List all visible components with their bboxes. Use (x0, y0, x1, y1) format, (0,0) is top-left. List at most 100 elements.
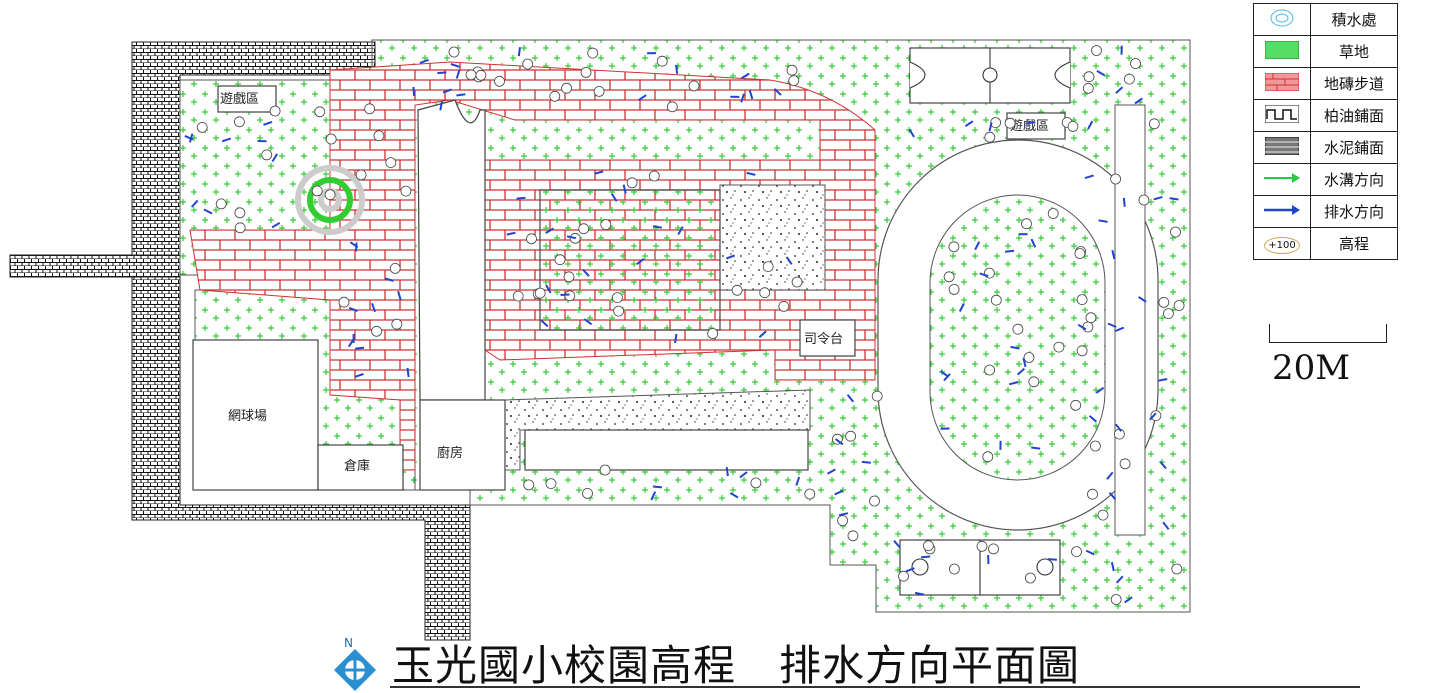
drain-arrow (827, 468, 836, 475)
drain-arrow (1098, 219, 1108, 223)
elevation-marker-icon: +100 (1253, 227, 1311, 260)
drain-arrow (979, 272, 989, 278)
drain-arrow (1107, 322, 1117, 328)
elevation-marker (269, 105, 281, 117)
drain-arrow (834, 489, 844, 496)
drain-arrow (1025, 120, 1035, 125)
drain-arrow (1115, 326, 1125, 332)
elevation-marker (563, 271, 575, 283)
drain-arrow (1095, 386, 1105, 394)
elevation-marker (1047, 208, 1059, 219)
drain-arrow (456, 93, 466, 97)
elevation-marker (988, 543, 999, 555)
grass-icon (1253, 35, 1311, 68)
elevation-marker (311, 185, 323, 197)
drain-arrow (442, 88, 452, 94)
drain-arrow (638, 94, 647, 101)
elevation-marker (385, 157, 397, 169)
drain-arrow (439, 101, 443, 111)
elevation-marker (943, 271, 955, 283)
drain-arrow (560, 293, 570, 296)
elevation-marker (391, 318, 403, 330)
place-labels: 遊戲區 遊戲區 網球場 倉庫 廚房 司令台 (220, 92, 1049, 474)
elevation-marker (949, 563, 960, 575)
drain-arrow (1134, 97, 1143, 105)
elevation-marker (1173, 300, 1185, 311)
drain-arrow (190, 199, 199, 208)
playground-west-label: 遊戲區 (220, 92, 259, 107)
legend-label: 積水處 (1310, 3, 1398, 36)
elevation-marker (656, 55, 668, 67)
elevation-marker (707, 328, 719, 339)
brick-icon (1253, 67, 1311, 100)
kitchen-label: 廚房 (437, 445, 463, 461)
elevation-marker (976, 540, 988, 552)
scale-label: 20M (1272, 348, 1351, 388)
elevation-marker (549, 90, 561, 102)
elevation-marker (982, 451, 994, 463)
drain-arrow (406, 367, 410, 378)
north-label: N (344, 636, 353, 650)
drain-arrow (1108, 492, 1117, 501)
elevation-marker (1082, 321, 1094, 333)
drain-arrow (1106, 471, 1114, 480)
drain-arrow (636, 257, 645, 265)
drain-arrow (773, 88, 782, 96)
elevation-marker (545, 478, 557, 490)
tennis-court-label: 網球場 (228, 409, 267, 424)
drain-arrow (785, 256, 793, 265)
drain-arrow (1115, 86, 1124, 94)
elevation-marker (1021, 218, 1032, 230)
drain-arrow (921, 555, 931, 559)
elevation-marker (1023, 352, 1035, 363)
drain-arrow (739, 471, 748, 479)
elevation-marker (1085, 312, 1097, 324)
drain-arrow (1124, 596, 1133, 604)
drain-arrow (988, 122, 993, 132)
legend-label: 地磚步道 (1310, 67, 1398, 100)
elevation-marker (1148, 118, 1160, 130)
elevation-marker (580, 67, 592, 78)
elevation-marker (475, 69, 487, 81)
drain-arrow (516, 196, 526, 200)
elevation-marker (869, 495, 880, 507)
storage-label: 倉庫 (344, 459, 370, 474)
elevation-marker (1067, 121, 1079, 132)
drain-arrow (412, 86, 416, 97)
elevation-marker (587, 47, 599, 59)
legend-row: 積水處 (1253, 3, 1398, 36)
elevation-marker (688, 80, 700, 92)
drain-arrow (1115, 575, 1124, 584)
elevation-marker (1028, 376, 1040, 388)
legend-row: 柏油鋪面 (1253, 99, 1398, 132)
elevation-marker (804, 488, 816, 500)
drain-arrow (221, 137, 232, 143)
drain-arrow (846, 394, 854, 403)
drain-arrow (1115, 423, 1122, 432)
drain-arrow (652, 225, 663, 229)
drain-arrow (838, 512, 849, 517)
drain-arrow (1122, 197, 1126, 207)
elevation-marker (923, 540, 934, 552)
elevation-marker (1004, 117, 1016, 129)
elevation-marker (1163, 308, 1174, 320)
elevation-marker (314, 106, 326, 118)
elevation-marker (261, 149, 273, 161)
drain-arrow (1138, 296, 1147, 303)
drain-arrow (354, 373, 364, 378)
elevation-marker (837, 515, 848, 526)
drain-arrow (835, 438, 844, 446)
drain-arrow (725, 466, 729, 477)
title-block: N 玉光國小校園高程 排水方向平面圖 (328, 632, 1080, 693)
elevation-marker (355, 169, 367, 181)
drain-arrow (1030, 238, 1037, 248)
green-arrow-icon (1253, 163, 1311, 196)
elevation-marker (1170, 226, 1181, 238)
elevation-marker (948, 283, 960, 295)
elevation-marker (845, 430, 856, 442)
asphalt-icon (1253, 99, 1311, 132)
elevation-marker (1158, 296, 1170, 308)
drain-arrow (1008, 381, 1019, 386)
drain-arrow (348, 306, 358, 313)
